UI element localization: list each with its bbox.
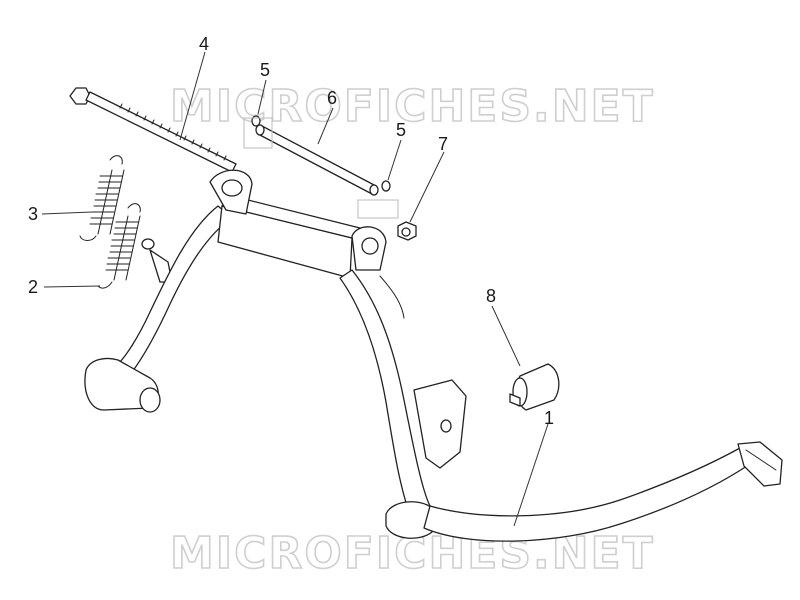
leader-1 [513,423,549,527]
part-6-tube [255,124,379,196]
leader-8 [491,305,521,367]
part-8-buffer [509,363,560,411]
callout-6: 6 [327,88,337,108]
part-2-spring [97,203,141,289]
leader-3 [41,211,93,215]
callout-2: 2 [28,277,38,297]
callout-4: 4 [199,34,209,54]
leader-2 [43,285,101,288]
part-5-washer-b [381,180,391,192]
leader-5a [257,79,267,115]
leader-7 [409,151,445,223]
callout-8: 8 [486,286,496,306]
watermark-top: MICROFICHES.NET [170,81,655,132]
part-4-bolt [69,87,237,173]
leader-5b [387,139,402,181]
callout-7: 7 [438,134,448,154]
leader-4 [179,51,206,141]
assembly-box-right [357,199,399,219]
callout-1: 1 [544,408,554,428]
part-3-spring [79,155,125,241]
leader-6 [317,107,334,145]
callout-5b: 5 [396,120,406,140]
callout-3: 3 [28,204,38,224]
part-1-stand [84,169,783,542]
callout-5a: 5 [260,60,270,80]
part-7-nut [397,221,417,241]
assembly-box-left [243,117,273,149]
